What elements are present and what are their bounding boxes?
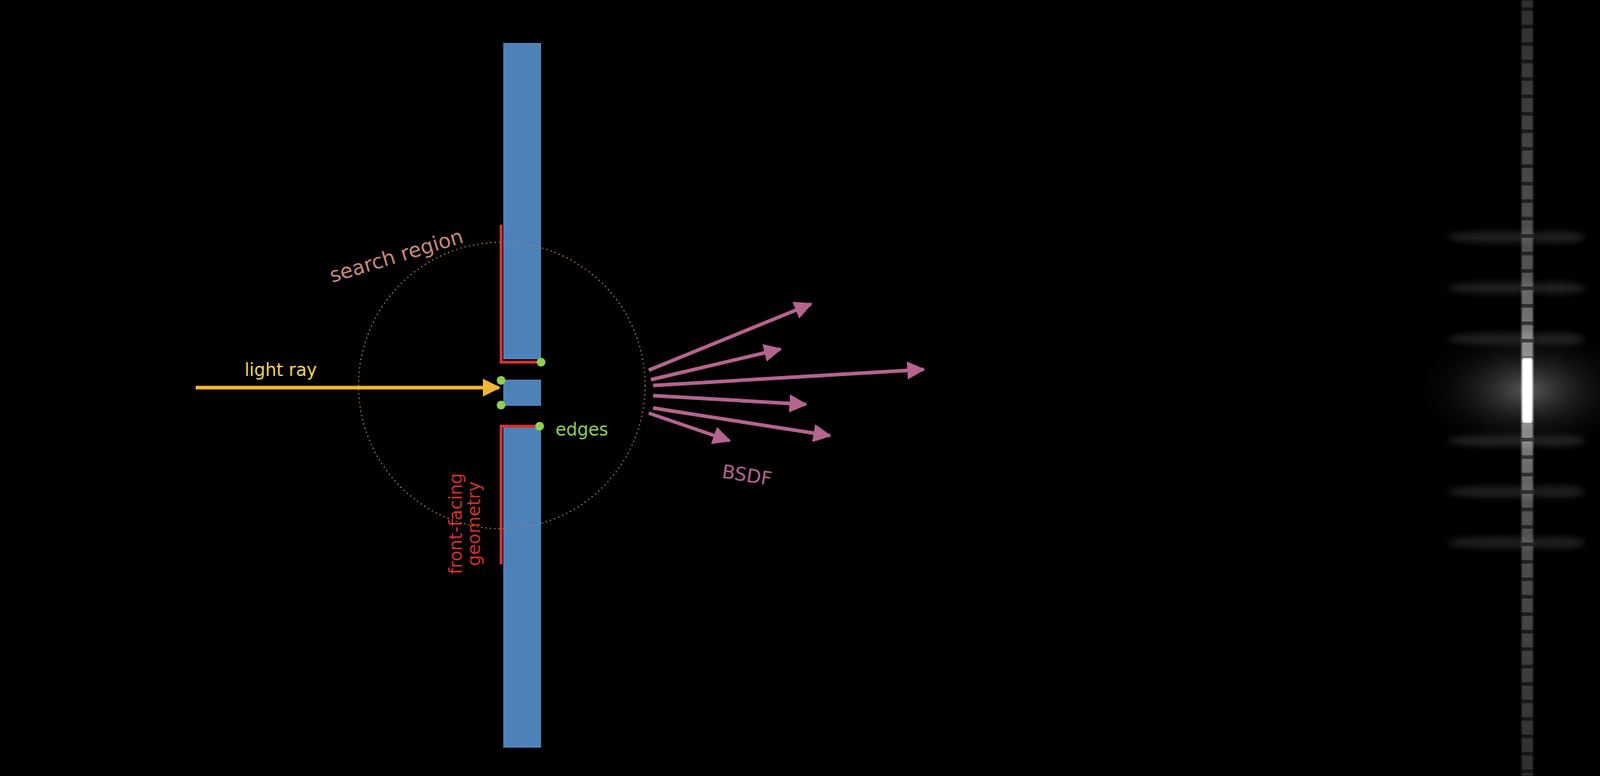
- diffraction-pattern: [1410, 0, 1600, 776]
- slit-plate: [503, 42, 542, 748]
- region-label: search region: [327, 225, 467, 287]
- bsdf-label: BSDF: [720, 461, 774, 490]
- edges-label: edges: [555, 421, 609, 440]
- search-region-circle: [358, 242, 646, 529]
- ray-label: light ray: [244, 361, 318, 380]
- geometry-label: front-facing geometry: [447, 458, 484, 590]
- edge-dots: [496, 357, 546, 431]
- front-facing-geometry-line: [501, 224, 542, 565]
- bsdf-arrows: [648, 304, 924, 441]
- light-ray-arrow: [195, 386, 499, 390]
